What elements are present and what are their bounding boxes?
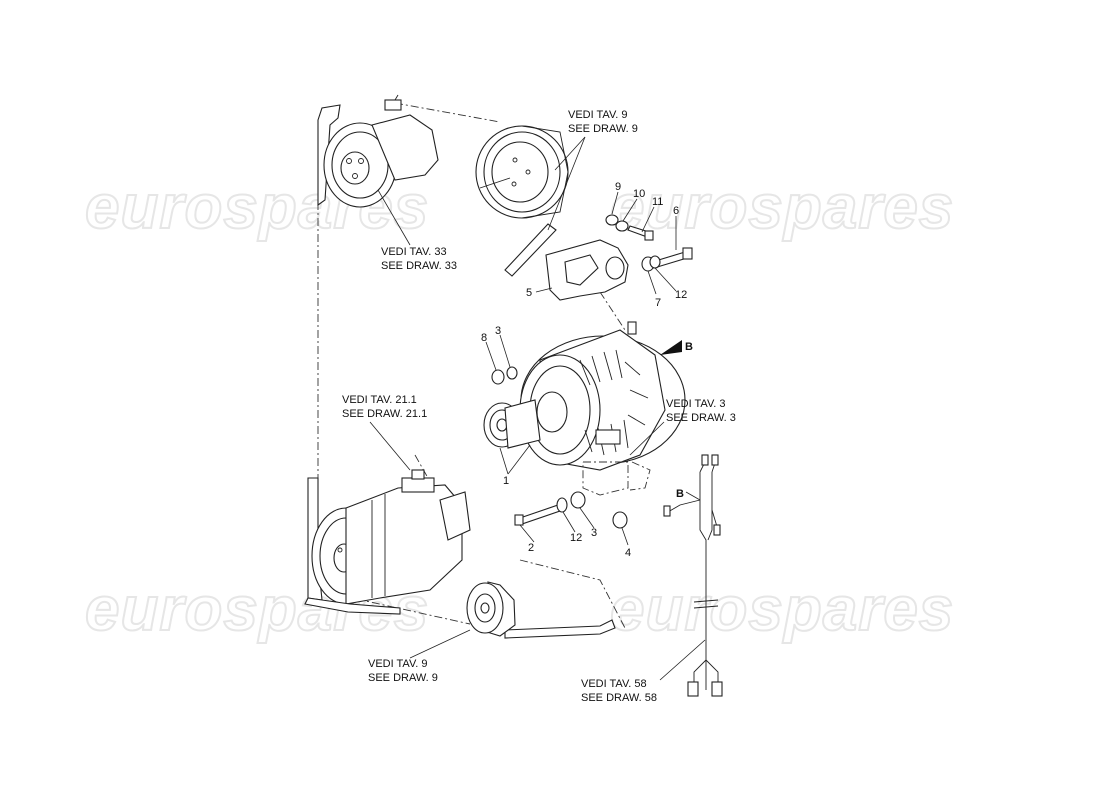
fasteners-top <box>605 214 693 272</box>
part-number-6: 6 <box>673 205 679 217</box>
part-number-12-top: 12 <box>675 289 687 301</box>
part-number-3-top: 3 <box>495 325 501 337</box>
watermark-top-right: eurospares <box>610 173 954 242</box>
part-number-2: 2 <box>528 542 534 554</box>
part-number-3-bottom: 3 <box>591 527 597 539</box>
part-number-7: 7 <box>655 297 661 309</box>
part-number-4: 4 <box>625 547 631 559</box>
part-number-10: 10 <box>633 188 645 200</box>
callout-crank-line1: VEDI TAV. 9 <box>568 109 628 121</box>
callout-leaders <box>369 136 706 681</box>
callout-harness-line2: SEE DRAW. 58 <box>581 692 657 704</box>
callout-pump-line1: VEDI TAV. 33 <box>381 246 447 258</box>
callout-harness-line1: VEDI TAV. 58 <box>581 678 647 690</box>
tensioner-pulley <box>466 581 516 637</box>
part-number-8: 8 <box>481 332 487 344</box>
part-number-11: 11 <box>652 196 663 208</box>
callout-compressor: VEDI TAV. 21.1 SEE DRAW. 21.1 <box>342 394 427 420</box>
callout-crank-line2: SEE DRAW. 9 <box>568 123 638 135</box>
ac-compressor <box>307 469 471 605</box>
wiring-harness <box>663 454 723 697</box>
callout-tensioner-line1: VEDI TAV. 9 <box>368 658 428 670</box>
alternator-bracket <box>545 239 629 301</box>
callout-crank-pulley: VEDI TAV. 9 SEE DRAW. 9 <box>568 109 638 135</box>
callout-alternator-line2: SEE DRAW. 3 <box>666 412 736 424</box>
part-number-5: 5 <box>526 287 532 299</box>
part-number-leaders <box>485 191 677 546</box>
callout-pump-line2: SEE DRAW. 33 <box>381 260 457 272</box>
callout-alternator-line1: VEDI TAV. 3 <box>666 398 726 410</box>
alternator <box>483 321 686 471</box>
belt-section-bottom-left <box>304 597 401 615</box>
belt-section-bottom-right <box>504 619 616 639</box>
callout-tensioner: VEDI TAV. 9 SEE DRAW. 9 <box>368 658 438 684</box>
callout-pump: VEDI TAV. 33 SEE DRAW. 33 <box>381 246 457 272</box>
marker-b-harness-label: B <box>676 488 684 500</box>
callout-compressor-line1: VEDI TAV. 21.1 <box>342 394 417 406</box>
marker-b-label: B <box>685 341 693 353</box>
part-number-12-bottom: 12 <box>570 532 582 544</box>
part-numbers: 9 10 11 6 5 7 12 8 3 1 2 12 3 4 <box>481 181 687 559</box>
watermark-bottom-right: eurospares <box>610 575 954 644</box>
lower-mounting <box>514 461 651 529</box>
callout-tensioner-line2: SEE DRAW. 9 <box>368 672 438 684</box>
part-number-1: 1 <box>503 475 509 487</box>
power-steering-pump <box>317 94 439 208</box>
part-number-9: 9 <box>615 181 621 193</box>
callout-compressor-line2: SEE DRAW. 21.1 <box>342 408 427 420</box>
callout-harness: VEDI TAV. 58 SEE DRAW. 58 <box>581 678 657 704</box>
callout-alternator: VEDI TAV. 3 SEE DRAW. 3 <box>666 398 736 424</box>
crank-pulley <box>475 125 569 219</box>
marker-b-alternator: B <box>660 340 693 355</box>
belt-section-top <box>504 223 557 277</box>
